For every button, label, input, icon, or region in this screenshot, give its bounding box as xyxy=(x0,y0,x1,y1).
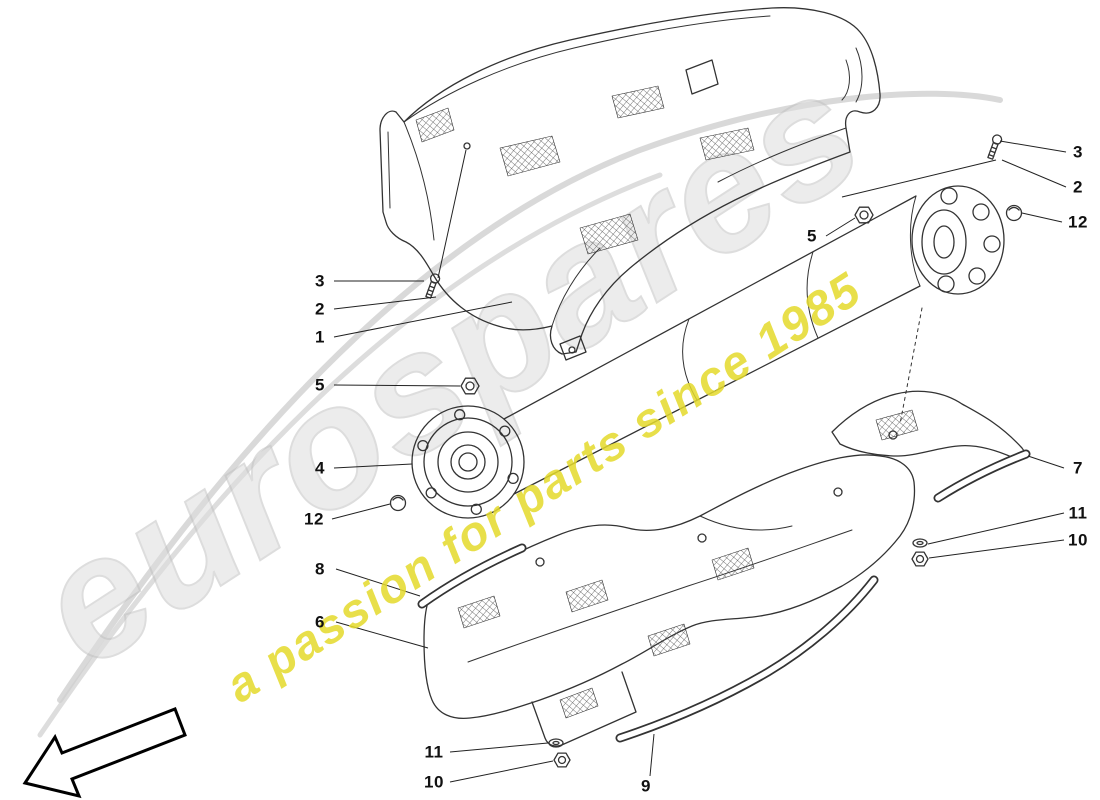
callout-10[interactable]: 10 xyxy=(424,772,444,792)
callout-5[interactable]: 5 xyxy=(315,375,325,395)
nut-icon xyxy=(460,377,480,395)
callout-3[interactable]: 3 xyxy=(315,271,325,291)
callout-4[interactable]: 4 xyxy=(315,458,325,478)
callout-11[interactable]: 11 xyxy=(424,742,444,762)
callout-8[interactable]: 8 xyxy=(315,559,325,579)
pipe-flange xyxy=(411,405,525,519)
insulation-panel-lower xyxy=(423,454,916,747)
callout-9[interactable]: 9 xyxy=(641,776,651,796)
callout-12[interactable]: 12 xyxy=(304,509,324,529)
nut-icon xyxy=(911,551,929,567)
callout-10[interactable]: 10 xyxy=(1068,530,1088,550)
plug-icon xyxy=(389,494,407,512)
callout-12[interactable]: 12 xyxy=(1068,212,1088,232)
parts-drawing xyxy=(379,7,1031,768)
heat-shield-top xyxy=(379,7,881,361)
callout-11[interactable]: 11 xyxy=(1068,503,1088,523)
callout-2[interactable]: 2 xyxy=(1073,177,1083,197)
callout-leader-lines xyxy=(331,140,1067,783)
bolt-icon xyxy=(425,273,441,299)
direction-arrow xyxy=(22,707,187,799)
bolt-icon xyxy=(987,134,1003,160)
insulation-panel-right xyxy=(831,307,1026,460)
callout-6[interactable]: 6 xyxy=(315,612,325,632)
callout-3[interactable]: 3 xyxy=(1073,142,1083,162)
callout-1[interactable]: 1 xyxy=(315,327,325,347)
callout-2[interactable]: 2 xyxy=(315,299,325,319)
gasket-strips xyxy=(417,449,1031,743)
watermark-swoosh xyxy=(37,90,1003,738)
plug-icon xyxy=(1005,204,1023,222)
nut-icon xyxy=(553,752,571,768)
washer-icon xyxy=(912,538,928,548)
callout-5[interactable]: 5 xyxy=(807,226,817,246)
washer-icon xyxy=(548,738,564,748)
pipe-bell-housing xyxy=(909,185,1005,295)
callout-7[interactable]: 7 xyxy=(1073,458,1083,478)
nut-icon xyxy=(854,206,874,224)
connector-pipe xyxy=(411,185,1005,519)
